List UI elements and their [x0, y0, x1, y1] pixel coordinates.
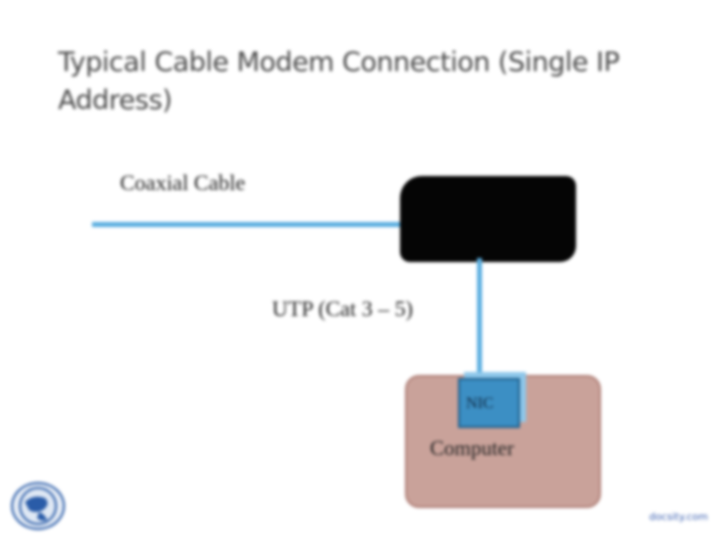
nic-label: NIC [466, 395, 494, 412]
nic-box [458, 378, 520, 428]
globe-logo-icon [11, 482, 65, 530]
utp-cable-line [477, 258, 482, 378]
coaxial-cable-label: Coaxial Cable [120, 170, 246, 195]
computer-label: Computer [430, 436, 514, 460]
cable-modem-box [400, 176, 576, 262]
footer-site-text: docsity.com [649, 512, 708, 523]
slide-title: Typical Cable Modem Connection (Single I… [58, 47, 620, 116]
coaxial-cable-line [92, 222, 404, 227]
utp-cable-label: UTP (Cat 3 – 5) [272, 296, 413, 321]
